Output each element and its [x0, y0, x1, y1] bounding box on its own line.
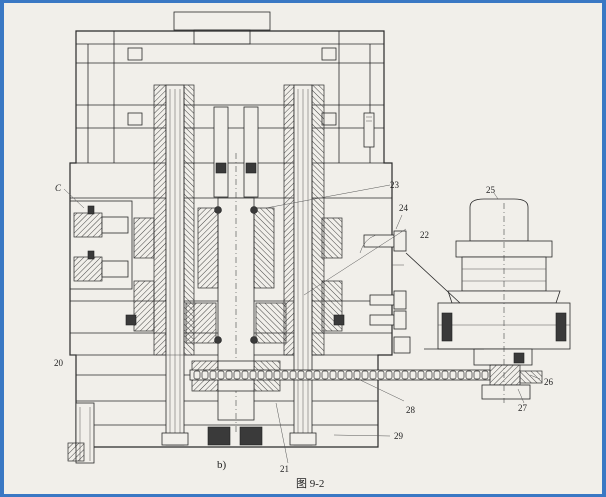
chain-link [313, 370, 321, 380]
chain-link [369, 370, 377, 380]
chain-link [321, 370, 329, 380]
chain-link [209, 370, 217, 380]
chain-link [193, 370, 201, 380]
callout-22: 22 [420, 230, 429, 240]
right-core-pin [283, 84, 325, 446]
chain-link [329, 370, 337, 380]
chain-link [201, 370, 209, 380]
chain-link [353, 370, 361, 380]
leader-lines [63, 184, 541, 464]
chain-link [449, 370, 457, 380]
callout-labels: C 20 21 22 23 24 25 26 27 28 29 [54, 180, 554, 474]
callout-26: 26 [544, 377, 554, 387]
lower-left-pin [67, 402, 95, 464]
callout-20: 20 [54, 358, 64, 368]
chain-link [401, 370, 409, 380]
chain-link [257, 370, 265, 380]
chain-link [393, 370, 401, 380]
chain-link [441, 370, 449, 380]
chain-link [241, 370, 249, 380]
chain-link [409, 370, 417, 380]
motor-assembly [405, 198, 571, 403]
figure-caption: 图 9-2 [296, 477, 324, 490]
chain-link [281, 370, 289, 380]
chain-link [337, 370, 345, 380]
chain-link [249, 370, 257, 380]
chain-link [433, 370, 441, 380]
callout-27: 27 [518, 403, 528, 413]
right-side-bolts [359, 230, 411, 354]
book-page: C 20 21 22 23 24 25 26 27 28 29 b) 图 9-2 [4, 3, 602, 494]
center-column [185, 106, 287, 446]
chain-link [265, 370, 273, 380]
chain-link [473, 370, 481, 380]
chain-link [377, 370, 385, 380]
chain-link [465, 370, 473, 380]
chain-link [289, 370, 297, 380]
chain-link [361, 370, 369, 380]
chain-link [425, 370, 433, 380]
callout-29: 29 [394, 431, 404, 441]
chain-link [385, 370, 393, 380]
chain-link [233, 370, 241, 380]
side-guides [125, 217, 345, 332]
figure-sub-label: b) [217, 459, 227, 471]
callout-25: 25 [486, 185, 496, 195]
chain-link [217, 370, 225, 380]
chain-link [457, 370, 465, 380]
chain-link [273, 370, 281, 380]
chain-link [481, 370, 489, 380]
callout-28: 28 [406, 405, 416, 415]
chain-link [345, 370, 353, 380]
callout-21: 21 [280, 464, 289, 474]
callout-c: C [55, 183, 62, 193]
chain-link [417, 370, 425, 380]
detail-c-area [69, 200, 133, 290]
callout-23: 23 [390, 180, 400, 190]
mold-assembly-drawing: C 20 21 22 23 24 25 26 27 28 29 b) 图 9-2 [54, 11, 571, 490]
drive-chain [189, 369, 491, 381]
chain-link [305, 370, 313, 380]
chain-link [297, 370, 305, 380]
chain-link [225, 370, 233, 380]
callout-24: 24 [399, 203, 409, 213]
left-core-pin [153, 84, 195, 446]
